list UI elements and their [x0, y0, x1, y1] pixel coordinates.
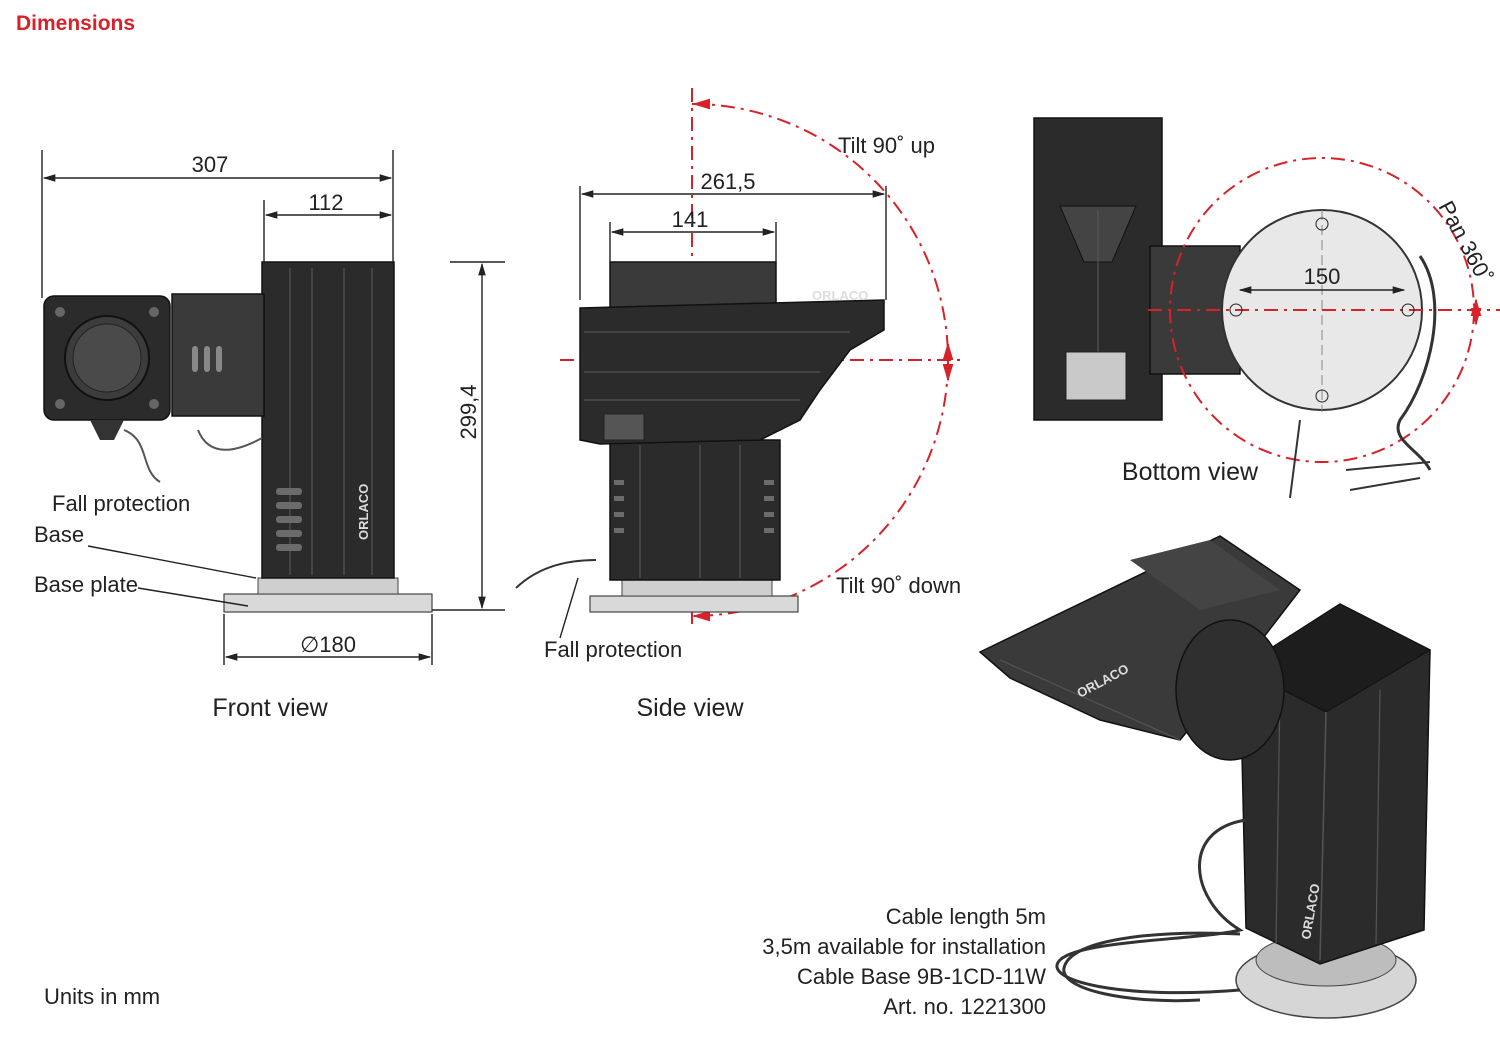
dim-112: 112: [308, 190, 343, 215]
side-column-shape: [609, 439, 781, 581]
tilt-arc: [691, 103, 949, 617]
label-pan-360: Pan 360˚: [1434, 197, 1498, 288]
caption-front-view: Front view: [212, 694, 328, 722]
front-view-drawing: ORLACO 307 112 299,4 ∅180 Fall protectio…: [34, 150, 505, 722]
base-plate-shape: [223, 593, 433, 613]
caption-side-view: Side view: [637, 694, 745, 722]
cable-line-1: Cable length 5m: [886, 904, 1046, 929]
perspective-view-drawing: ORLACO ORLACO Cable length 5m 3,5m avail…: [762, 535, 1432, 1019]
dim-150: 150: [1304, 264, 1341, 289]
label-fall-protection-front: Fall protection: [52, 491, 190, 516]
label-tilt-down: Tilt 90˚ down: [836, 573, 961, 598]
label-base-plate: Base plate: [34, 572, 138, 597]
label-fall-protection-side: Fall protection: [544, 637, 682, 662]
page-heading: Dimensions: [16, 12, 135, 35]
dim-299: 299,4: [456, 384, 481, 439]
dim-261-5: 261,5: [700, 169, 755, 194]
cable-info: Cable length 5m 3,5m available for insta…: [762, 904, 1046, 1019]
side-view-drawing: ORLACO 261,5 141 Tilt 90˚ up Tilt 90˚ do…: [515, 88, 966, 722]
label-base: Base: [34, 522, 84, 547]
front-logo: ORLACO: [356, 484, 371, 540]
label-tilt-up: Tilt 90˚ up: [838, 133, 935, 158]
cable-line-4: Art. no. 1221300: [883, 994, 1046, 1019]
caption-bottom-view: Bottom view: [1122, 458, 1259, 486]
side-logo: ORLACO: [812, 288, 868, 303]
dim-diameter-180: ∅180: [300, 632, 356, 657]
dim-141: 141: [672, 207, 709, 232]
cable-line-2: 3,5m available for installation: [762, 934, 1046, 959]
base-shape: [257, 577, 399, 595]
bottom-view-drawing: 150 Pan 360˚ Bottom view: [1033, 117, 1500, 499]
cable-line-3: Cable Base 9B-1CD-11W: [797, 964, 1046, 989]
dim-307: 307: [192, 152, 229, 177]
units-note: Units in mm: [44, 984, 160, 1009]
